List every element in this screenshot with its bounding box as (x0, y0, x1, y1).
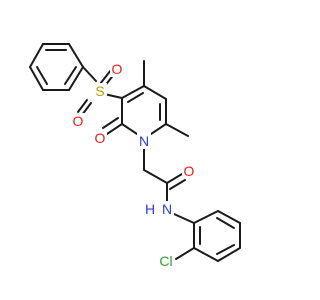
ring-nitrogen-label: N (139, 133, 149, 149)
molecule-diagram: S O O O N O N H Cl (29, 43, 241, 269)
amide-hydrogen-label: H (145, 201, 155, 217)
pyridinone-ring (121, 85, 167, 135)
bond-methyl-right (165, 123, 189, 137)
chlorine-atom-label: Cl (159, 253, 172, 269)
chlorophenyl-ring (193, 210, 241, 262)
amide-carbonyl (166, 173, 186, 190)
bond-phenyl-sulfur (82, 66, 97, 82)
ring-carbonyl-oxygen-label: O (95, 130, 106, 146)
bond-nh-aryl (173, 213, 195, 224)
ring-carbonyl (102, 117, 123, 135)
phenyl-ring (29, 43, 84, 91)
amide-oxygen-label: O (184, 163, 195, 179)
sulfur-atom-label: S (95, 83, 104, 99)
atom-labels: S O O O N O N H Cl (71, 61, 196, 269)
sulfonyl-oxygen-top-label: O (112, 61, 123, 77)
molecule-structure: S O O O N O N H Cl (29, 43, 241, 269)
amide-nitrogen-label: N (162, 201, 172, 217)
bond-ch2-carbonyl (143, 169, 168, 184)
bond-c-cl (175, 247, 195, 260)
sulfonyl-oxygen-bottom-label: O (73, 113, 84, 129)
